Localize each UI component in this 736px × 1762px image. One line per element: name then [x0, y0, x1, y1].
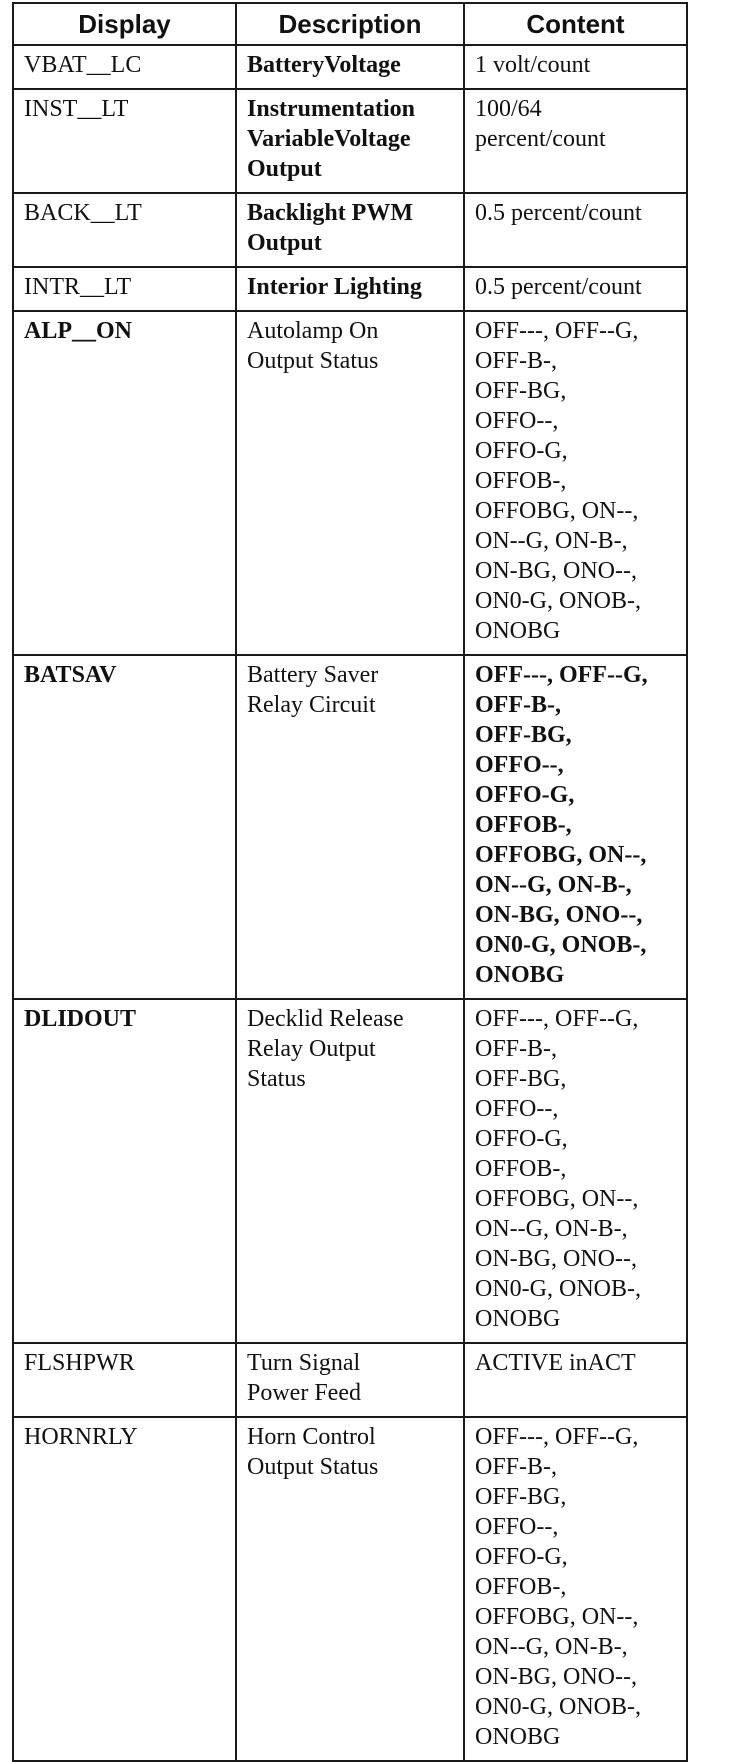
cell-content: OFF---, OFF--G, OFF-B-, OFF-BG, OFFO--, … — [463, 654, 688, 1000]
cell-content: OFF---, OFF--G, OFF-B-, OFF-BG, OFFO--, … — [463, 1416, 688, 1762]
display-text: INST__LT — [24, 96, 129, 122]
display-text: DLIDOUT — [24, 1006, 137, 1032]
cell-display: DLIDOUT — [12, 998, 237, 1344]
display-text: HORNRLY — [24, 1424, 138, 1450]
table-header: Display Description Content — [12, 2, 688, 46]
table-row: DLIDOUT Decklid Release Relay Output Sta… — [12, 998, 688, 1344]
description-text: BatteryVoltage — [247, 52, 401, 78]
cell-description: Turn Signal Power Feed — [235, 1342, 465, 1418]
cell-content: 0.5 percent/count — [463, 266, 688, 312]
header-display: Display — [12, 2, 237, 46]
description-text: Horn Control Output Status — [247, 1424, 379, 1480]
display-text: VBAT__LC — [24, 52, 142, 78]
description-text: Decklid Release Relay Output Status — [247, 1006, 404, 1092]
table-body: VBAT__LC BatteryVoltage 1 volt/count INS… — [12, 44, 688, 1762]
cell-description: Decklid Release Relay Output Status — [235, 998, 465, 1344]
cell-content: 100/64 percent/count — [463, 88, 688, 194]
display-text: ALP__ON — [24, 318, 132, 344]
description-text: Battery Saver Relay Circuit — [247, 662, 379, 718]
table-row: BATSAV Battery Saver Relay Circuit OFF--… — [12, 654, 688, 1000]
content-text: OFF---, OFF--G, OFF-B-, OFF-BG, OFFO--, … — [475, 1424, 641, 1750]
cell-display: INST__LT — [12, 88, 237, 194]
table-row: INST__LT Instrumentation VariableVoltage… — [12, 88, 688, 194]
table-row: BACK__LT Backlight PWM Output 0.5 percen… — [12, 192, 688, 268]
cell-content: OFF---, OFF--G, OFF-B-, OFF-BG, OFFO--, … — [463, 998, 688, 1344]
cell-description: Interior Lighting — [235, 266, 465, 312]
cell-description: Backlight PWM Output — [235, 192, 465, 268]
cell-content: 1 volt/count — [463, 44, 688, 90]
cell-display: BACK__LT — [12, 192, 237, 268]
description-text: Instrumentation VariableVoltage Output — [247, 96, 416, 182]
content-text: 1 volt/count — [475, 52, 591, 78]
cell-description: BatteryVoltage — [235, 44, 465, 90]
description-text: Turn Signal Power Feed — [247, 1350, 361, 1406]
cell-description: Autolamp On Output Status — [235, 310, 465, 656]
cell-content: 0.5 percent/count — [463, 192, 688, 268]
content-text: 0.5 percent/count — [475, 200, 642, 226]
table-row: VBAT__LC BatteryVoltage 1 volt/count — [12, 44, 688, 90]
cell-display: HORNRLY — [12, 1416, 237, 1762]
content-text: OFF---, OFF--G, OFF-B-, OFF-BG, OFFO--, … — [475, 318, 641, 644]
description-text: Backlight PWM Output — [247, 200, 413, 256]
table-row: ALP__ON Autolamp On Output Status OFF---… — [12, 310, 688, 656]
cell-display: ALP__ON — [12, 310, 237, 656]
cell-display: VBAT__LC — [12, 44, 237, 90]
display-text: FLSHPWR — [24, 1350, 135, 1376]
cell-description: Instrumentation VariableVoltage Output — [235, 88, 465, 194]
header-description: Description — [235, 2, 465, 46]
content-text: ACTIVE inACT — [475, 1350, 636, 1376]
header-row: Display Description Content — [12, 2, 688, 46]
cell-display: INTR__LT — [12, 266, 237, 312]
content-text: 0.5 percent/count — [475, 274, 642, 300]
table-row: INTR__LT Interior Lighting 0.5 percent/c… — [12, 266, 688, 312]
display-text: INTR__LT — [24, 274, 132, 300]
pid-table-page: Display Description Content VBAT__LC Bat… — [12, 2, 688, 1762]
cell-description: Battery Saver Relay Circuit — [235, 654, 465, 1000]
table-row: HORNRLY Horn Control Output Status OFF--… — [12, 1416, 688, 1762]
content-text: OFF---, OFF--G, OFF-B-, OFF-BG, OFFO--, … — [475, 662, 648, 988]
cell-content: ACTIVE inACT — [463, 1342, 688, 1418]
display-text: BATSAV — [24, 662, 117, 688]
content-text: 100/64 percent/count — [475, 96, 606, 152]
cell-display: FLSHPWR — [12, 1342, 237, 1418]
pid-table: Display Description Content VBAT__LC Bat… — [12, 2, 688, 1762]
description-text: Interior Lighting — [247, 274, 422, 300]
header-content: Content — [463, 2, 688, 46]
cell-display: BATSAV — [12, 654, 237, 1000]
content-text: OFF---, OFF--G, OFF-B-, OFF-BG, OFFO--, … — [475, 1006, 641, 1332]
description-text: Autolamp On Output Status — [247, 318, 379, 374]
display-text: BACK__LT — [24, 200, 142, 226]
cell-content: OFF---, OFF--G, OFF-B-, OFF-BG, OFFO--, … — [463, 310, 688, 656]
cell-description: Horn Control Output Status — [235, 1416, 465, 1762]
table-row: FLSHPWR Turn Signal Power Feed ACTIVE in… — [12, 1342, 688, 1418]
